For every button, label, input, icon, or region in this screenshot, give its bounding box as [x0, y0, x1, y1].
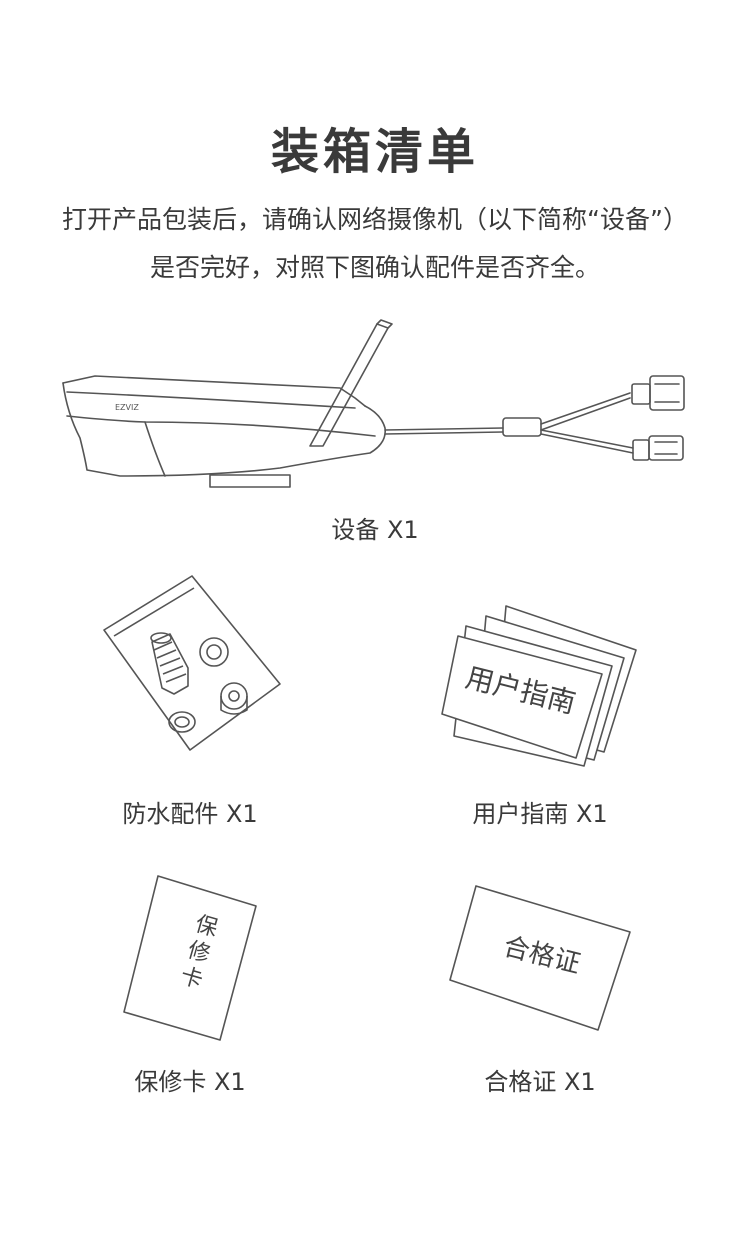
caption-waterproof-kit: 防水配件 X1 [122, 800, 258, 828]
caption-certificate: 合格证 X1 [484, 1068, 596, 1096]
certificate-icon: 合格证 [449, 885, 631, 1031]
description-line-1: 打开产品包装后，请确认网络摄像机（以下简称“设备”） [62, 205, 688, 234]
caption-warranty-card: 保修卡 X1 [134, 1068, 246, 1096]
camera-icon: EZVIZ [62, 319, 685, 488]
caption-device: 设备 X1 [331, 516, 419, 544]
caption-user-guide: 用户指南 X1 [472, 800, 608, 828]
description-line-2: 是否完好，对照下图确认配件是否齐全。 [149, 253, 600, 282]
camera-logo: EZVIZ [115, 403, 139, 412]
page-title: 装箱清单 [270, 124, 479, 180]
user-guide-icon: 用户指南 [441, 605, 637, 767]
description: 打开产品包装后，请确认网络摄像机（以下简称“设备”） 是否完好，对照下图确认配件… [0, 196, 750, 292]
waterproof-kit-icon [103, 575, 281, 751]
warranty-card-icon: 保 修 卡 [123, 875, 257, 1041]
